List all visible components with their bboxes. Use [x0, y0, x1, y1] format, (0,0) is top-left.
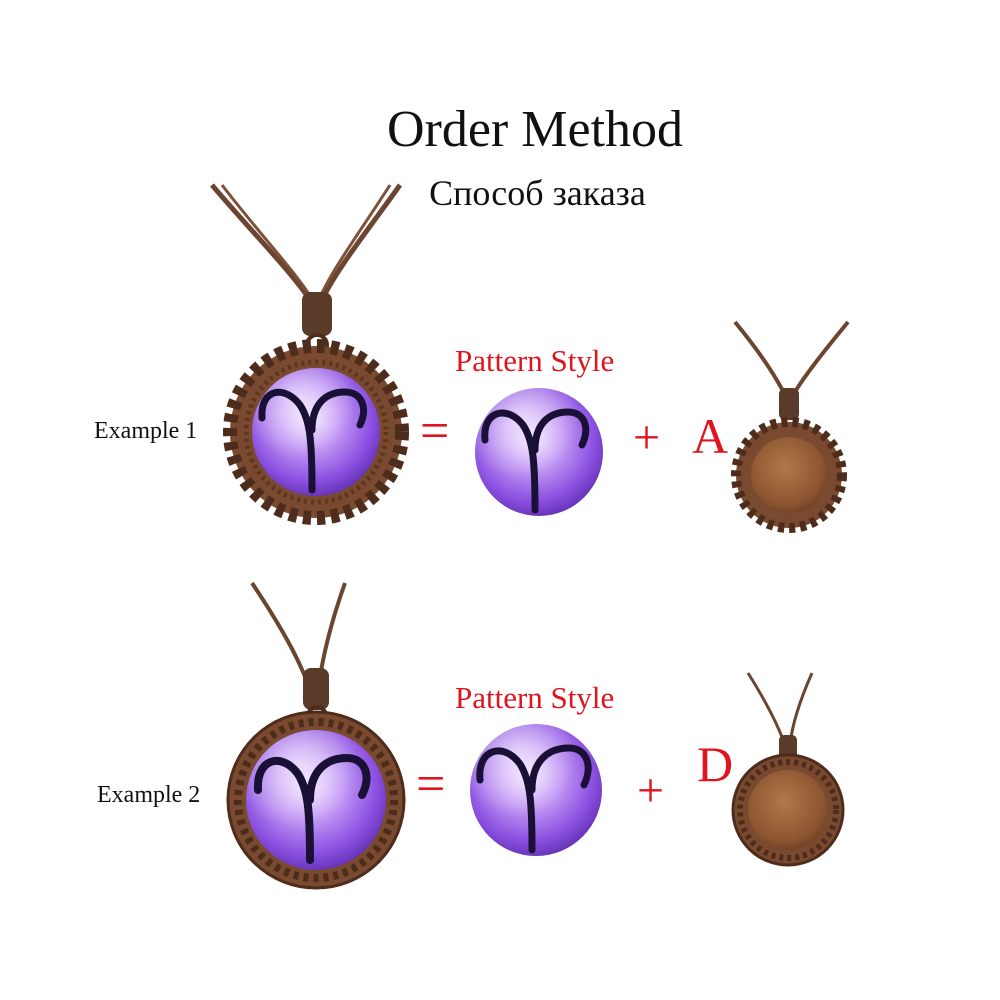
round-wood-pendant-icon	[226, 581, 406, 890]
round-wood-pendant-icon	[731, 672, 845, 867]
example-1-pattern-label: Pattern Style	[455, 343, 615, 378]
example-2-plus: +	[637, 764, 665, 817]
example-2-pattern-label: Pattern Style	[455, 680, 615, 715]
aries-symbol-icon	[476, 744, 592, 854]
example-1-label: Example 1	[94, 418, 198, 444]
example-2-equals: =	[416, 756, 446, 813]
example-1-plus: +	[633, 411, 661, 464]
flower-wood-pendant-icon	[731, 320, 850, 533]
example-1-equals: =	[420, 403, 450, 460]
page-title: Order Method	[386, 101, 684, 158]
page-subtitle: Способ заказа	[429, 173, 646, 213]
aries-symbol-icon	[481, 408, 590, 514]
aries-symbol-icon	[258, 388, 367, 494]
example-2-option-letter: D	[697, 736, 734, 792]
flower-wood-pendant-icon	[210, 183, 409, 525]
example-2-label: Example 2	[97, 782, 201, 808]
example-1-option-letter: A	[692, 408, 729, 464]
glass-cabochon-pattern-1	[475, 388, 603, 516]
glass-cabochon-pattern-2	[470, 724, 602, 856]
aries-symbol-icon	[253, 753, 371, 864]
